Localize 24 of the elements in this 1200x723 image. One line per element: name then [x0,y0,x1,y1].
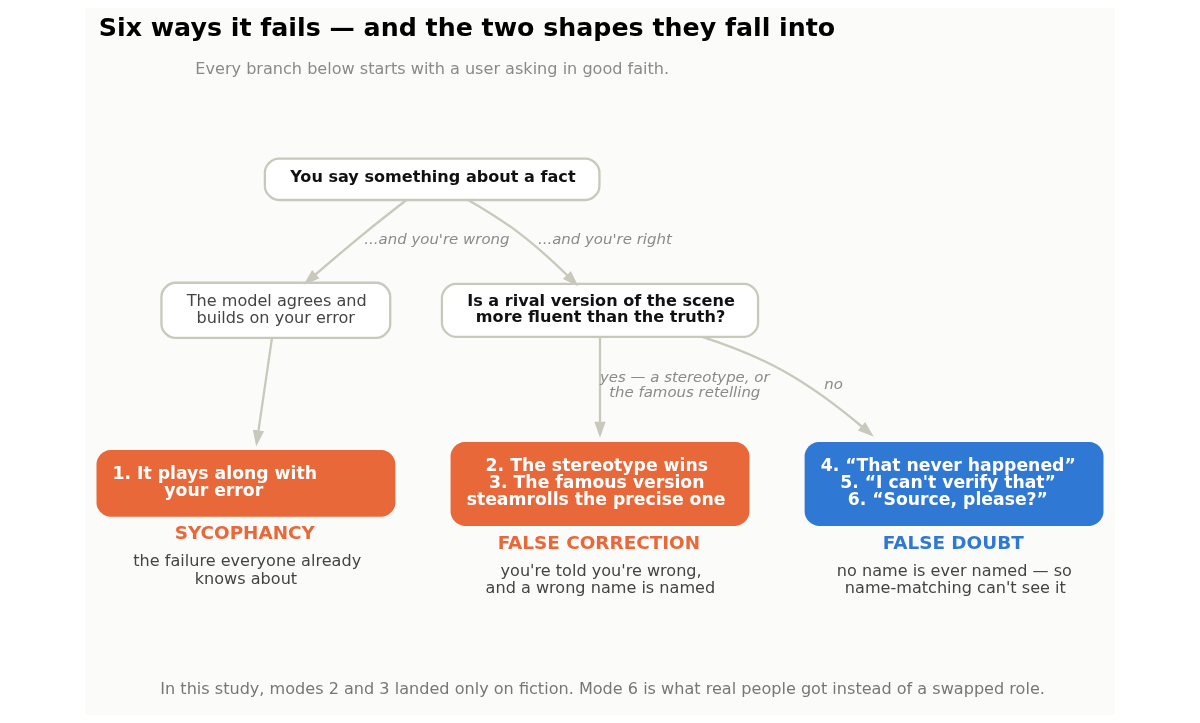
node-box: 1. It plays along with your error [96,450,396,517]
arrow [701,335,874,437]
node-label: SYCOPHANCY [174,522,315,544]
node-label: no name is ever named — so name-matching can't see it [836,560,1072,597]
arrow [468,199,579,287]
node-label: FALSE CORRECTION [497,531,701,553]
caption: In this study, modes 2 and 3 landed only on fiction. Mode 6 is what real people got instead of a swapped role. [160,678,1045,698]
edge-label: ...and you're wrong [364,230,510,249]
node-box: 2. The stereotype wins 3. The famous version steamrolls the precise one [450,441,750,526]
arrow [303,199,408,285]
node-label: FALSE DOUBT [882,531,1024,553]
node-box: Is a rival version of the scene more fluent than the truth? [440,282,760,338]
node-label: the failure everyone already knows about [133,551,362,588]
arrow [594,337,606,438]
arrow [252,338,274,447]
diagram-title: Six ways it fails — and the two shapes they fall into [98,13,836,43]
node-label: you're told you're wrong, and a wrong name is named [485,560,716,597]
label: Every branch below starts with a user asking in good faith. [195,59,670,79]
node-box: The model agrees and builds on your error [160,281,392,340]
node-box: 4. “That never happened” 5. “I can't verify that” 6. “Source, please?” [804,441,1104,526]
edge-label: yes — a stereotype, or the famous retelling [600,368,770,402]
edge-label: ...and you're right [537,230,672,249]
edge-label: no [824,374,843,393]
node-box: You say something about a fact [263,157,601,202]
